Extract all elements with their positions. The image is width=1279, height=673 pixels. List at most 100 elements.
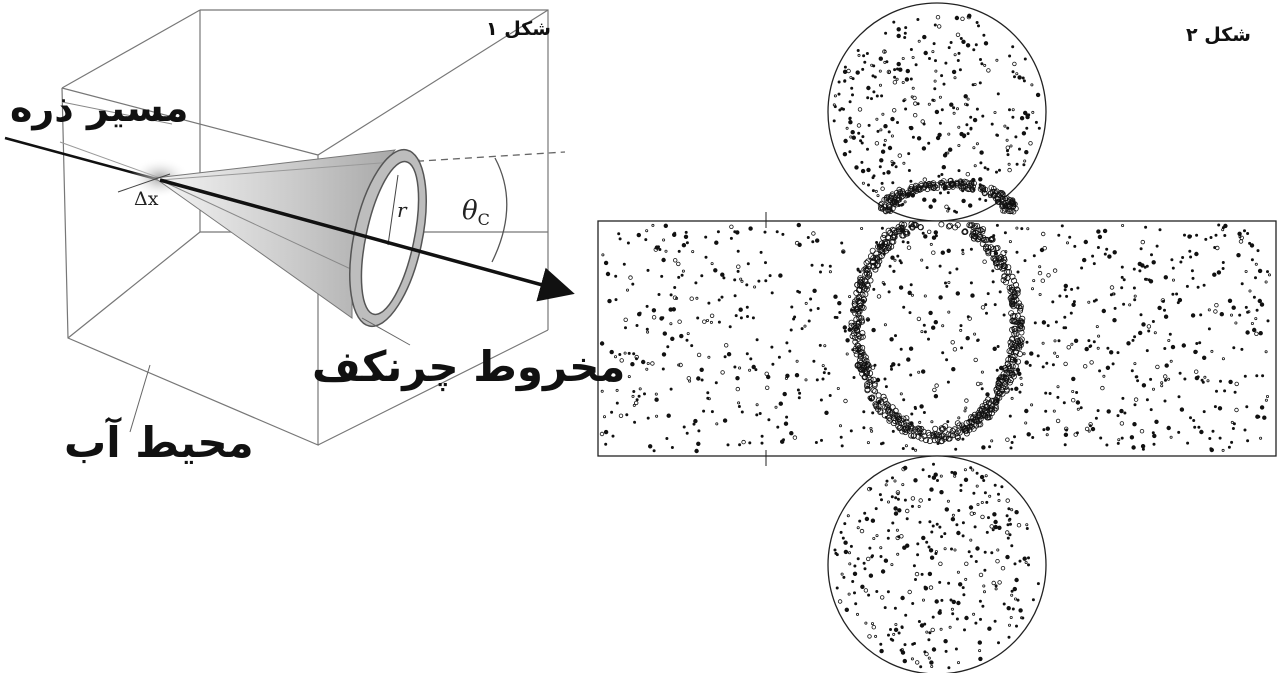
pmt-hit <box>928 572 932 576</box>
pmt-hit <box>1247 440 1249 442</box>
pmt-hit <box>1246 406 1248 408</box>
pmt-hit <box>964 95 968 99</box>
pmt-hit <box>723 419 727 423</box>
theta-subscript: C <box>478 210 490 229</box>
pmt-hit <box>842 537 844 539</box>
pmt-hit <box>1165 364 1169 368</box>
pmt-hit <box>894 76 896 78</box>
pmt-hit <box>670 294 672 296</box>
pmt-hit <box>852 136 856 140</box>
pmt-hit <box>611 411 613 413</box>
pmt-hit <box>928 57 930 59</box>
pmt-hit <box>879 166 881 168</box>
pmt-hit <box>903 306 905 308</box>
pmt-hit <box>914 406 916 408</box>
pmt-hit <box>616 402 618 404</box>
pmt-hit <box>634 421 636 423</box>
pmt-hit <box>898 632 900 634</box>
pmt-hit <box>817 307 819 309</box>
pmt-hit <box>897 255 899 257</box>
pmt-hit <box>973 49 975 51</box>
pmt-hit <box>1194 350 1198 354</box>
pmt-hit <box>1100 437 1102 439</box>
pmt-hit <box>662 317 664 319</box>
pmt-hit <box>869 547 871 549</box>
pmt-hit <box>874 364 876 366</box>
pmt-hit <box>1089 345 1091 347</box>
pmt-hit <box>798 243 802 247</box>
pmt-hit <box>736 231 740 235</box>
pmt-hit <box>1215 390 1217 392</box>
pmt-hit <box>799 392 801 394</box>
pmt-hit <box>715 241 719 245</box>
pmt-hit <box>1121 437 1123 439</box>
pmt-hit <box>1037 583 1039 585</box>
pmt-hit <box>1142 323 1146 327</box>
pmt-hit <box>738 405 740 407</box>
pmt-hit <box>1082 258 1086 262</box>
pmt-hit <box>979 82 981 84</box>
pmt-hit <box>1023 80 1025 82</box>
pmt-hit <box>976 547 980 551</box>
pmt-hit <box>901 626 903 628</box>
pmt-hit <box>734 366 736 368</box>
pmt-hit <box>947 421 949 423</box>
pmt-hit <box>861 161 863 163</box>
pmt-hit <box>985 199 987 201</box>
pmt-hit <box>1171 259 1173 261</box>
pmt-hit <box>897 34 901 38</box>
pmt-hit <box>996 134 998 136</box>
pmt-hit <box>914 578 916 580</box>
pmt-hit <box>695 282 697 284</box>
pmt-hit <box>944 639 948 643</box>
pmt-hit <box>996 369 998 371</box>
pmt-hit <box>672 233 676 237</box>
pmt-hit <box>993 513 997 517</box>
pmt-hit <box>1123 303 1125 305</box>
pmt-hit <box>1023 164 1025 166</box>
pmt-hit <box>790 431 794 435</box>
pmt-hit <box>1026 127 1028 129</box>
pmt-hit <box>873 65 875 67</box>
pmt-hit <box>956 618 958 620</box>
pmt-hit <box>1247 232 1249 234</box>
pmt-hit <box>899 260 901 262</box>
pmt-hit <box>949 272 951 274</box>
pmt-hit <box>982 605 984 607</box>
pmt-hit <box>1003 314 1005 316</box>
pmt-hit <box>977 339 979 341</box>
pmt-hit <box>764 231 766 233</box>
pmt-hit <box>871 519 875 523</box>
pmt-hit <box>892 522 894 524</box>
pmt-hit <box>686 242 688 244</box>
pmt-hit <box>750 358 752 360</box>
pmt-hit <box>883 283 885 285</box>
pmt-hit <box>1241 348 1243 350</box>
figure1-title: شکل ۱ <box>486 18 551 40</box>
pmt-hit <box>786 416 788 418</box>
pmt-hit <box>678 276 680 278</box>
pmt-hit <box>1006 515 1008 517</box>
pmt-hit <box>1243 230 1245 232</box>
pmt-hit <box>958 583 962 587</box>
pmt-hit <box>1249 242 1251 244</box>
pmt-hit <box>1013 76 1015 78</box>
pmt-hit <box>933 43 935 45</box>
pmt-hit <box>917 18 919 20</box>
pmt-hit <box>922 147 926 151</box>
pmt-hit <box>1203 411 1205 413</box>
pmt-hit <box>868 124 870 126</box>
pmt-hit <box>972 84 974 86</box>
pmt-hit <box>951 471 953 473</box>
pmt-hit <box>1027 564 1029 566</box>
pmt-hit <box>734 279 736 281</box>
pmt-hit <box>1042 366 1044 368</box>
pmt-hit <box>645 239 647 241</box>
pmt-hit <box>1071 288 1073 290</box>
pmt-hit <box>1022 132 1026 136</box>
pmt-hit <box>855 603 857 605</box>
pmt-hit <box>815 441 817 443</box>
pmt-hit <box>909 312 911 314</box>
pmt-hit <box>1052 364 1054 366</box>
pmt-hit <box>810 298 812 300</box>
